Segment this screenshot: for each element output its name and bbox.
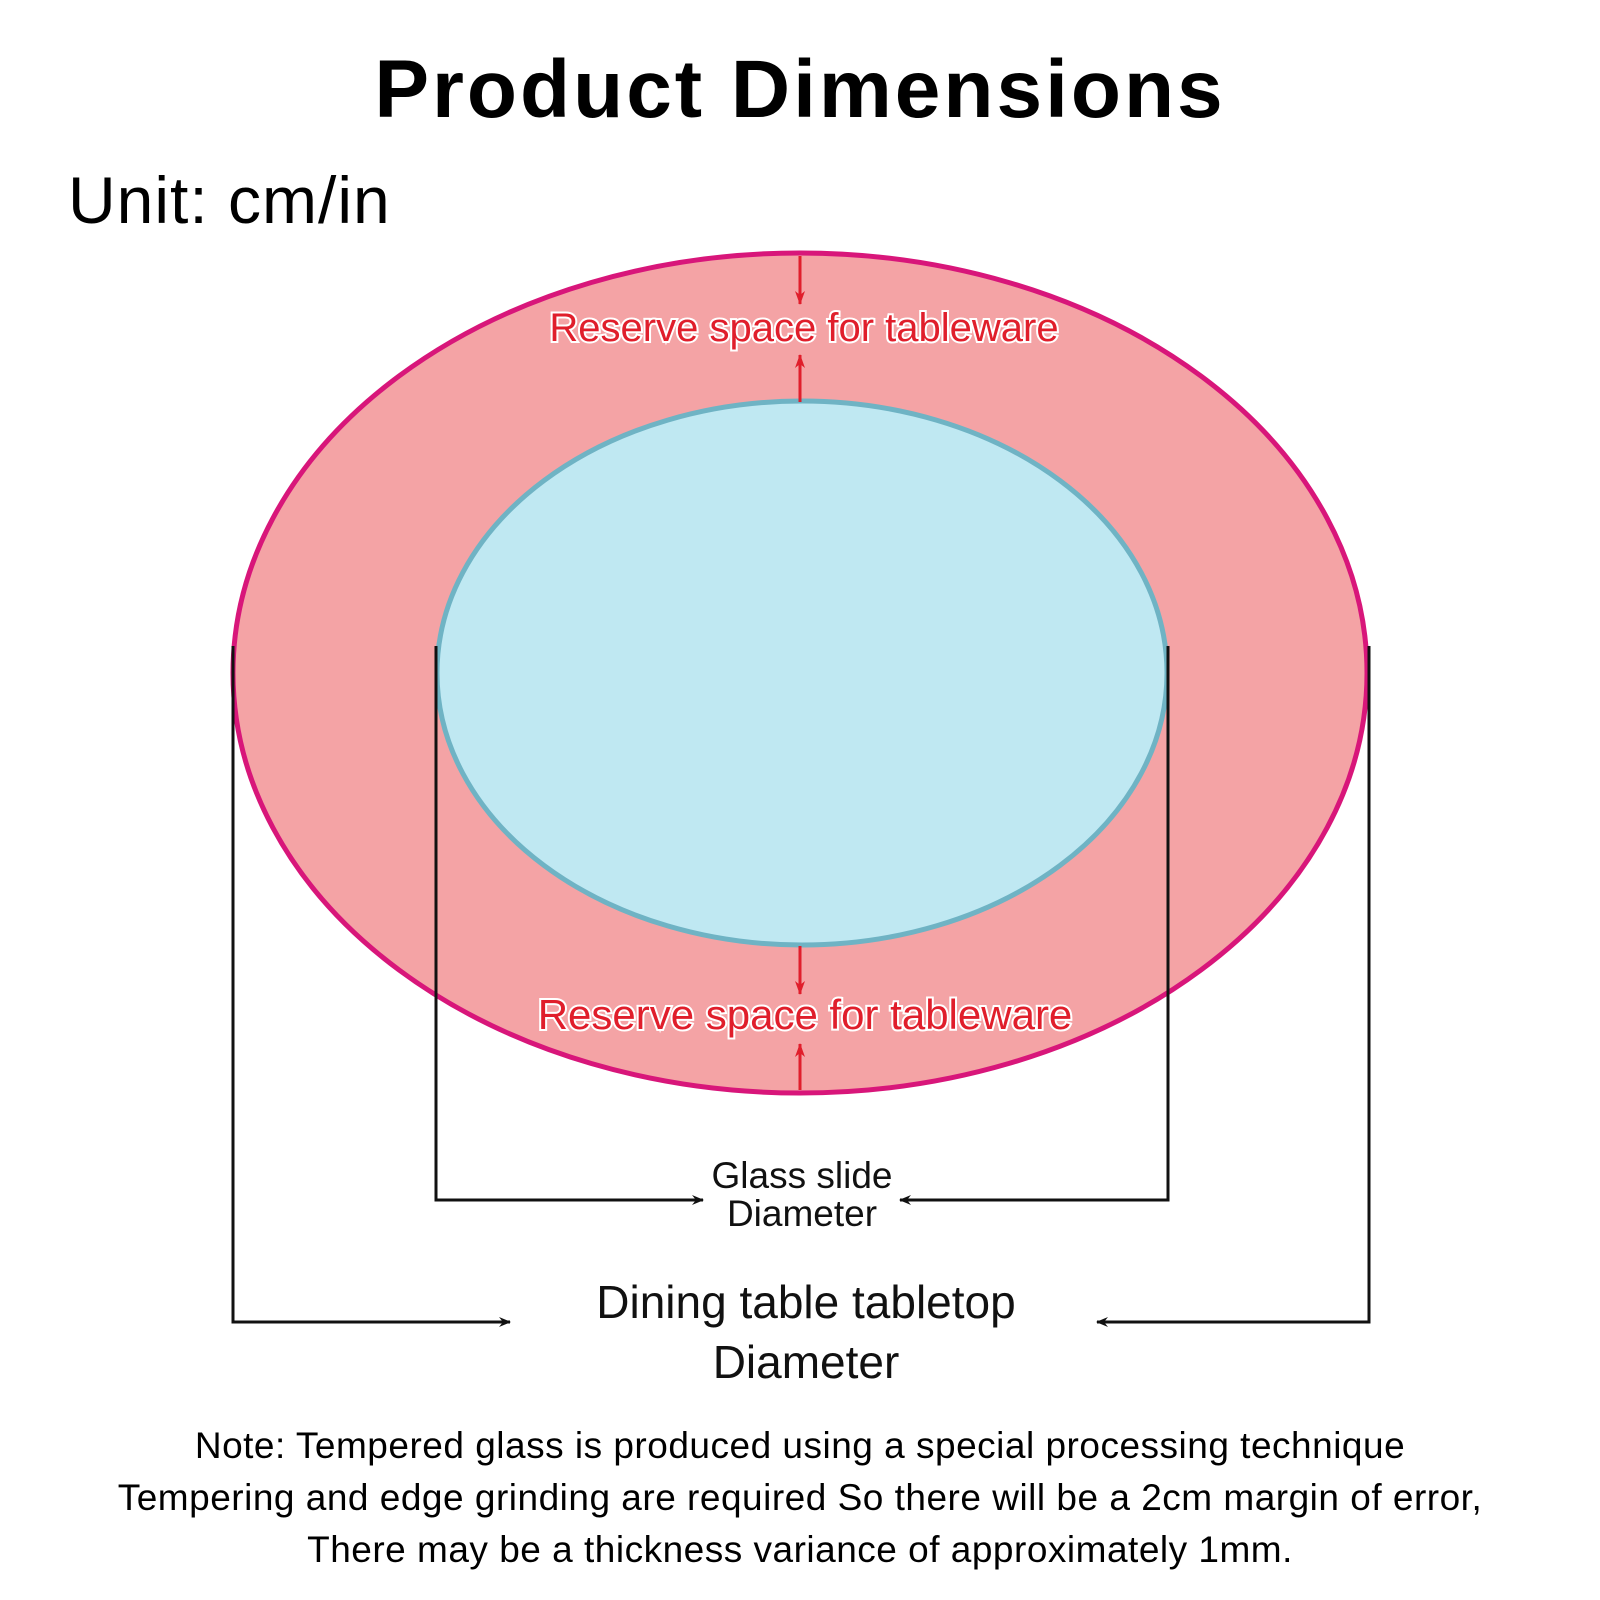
note-line-2: Tempering and edge grinding are required…: [117, 1477, 1483, 1518]
note-line-3: There may be a thickness variance of app…: [307, 1529, 1293, 1570]
page-title: Product Dimensions: [374, 44, 1226, 135]
glass-diameter-label-line2: Diameter: [727, 1193, 877, 1234]
glass-dimension-right-line: [899, 646, 1170, 1205]
bottom-reserve-label: Reserve space for tableware: [538, 991, 1073, 1038]
note-line-1: Note: Tempered glass is produced using a…: [194, 1425, 1406, 1466]
tabletop-dimension-left-line: [231, 646, 511, 1327]
tabletop-diameter-label-line2: Diameter: [713, 1336, 900, 1388]
production-note: Note: Tempered glass is produced using a…: [0, 1420, 1600, 1576]
top-reserve-label: Reserve space for tableware: [549, 306, 1058, 350]
unit-label: Unit: cm/in: [68, 163, 391, 237]
glass-slide-ellipse: [434, 398, 1170, 948]
tabletop-diameter-label-line1: Dining table tabletop: [596, 1276, 1015, 1328]
glass-dimension-left-line: [434, 646, 704, 1205]
tabletop-dimension-right-line: [1096, 646, 1371, 1327]
glass-diameter-label-line1: Glass slide: [712, 1155, 893, 1196]
